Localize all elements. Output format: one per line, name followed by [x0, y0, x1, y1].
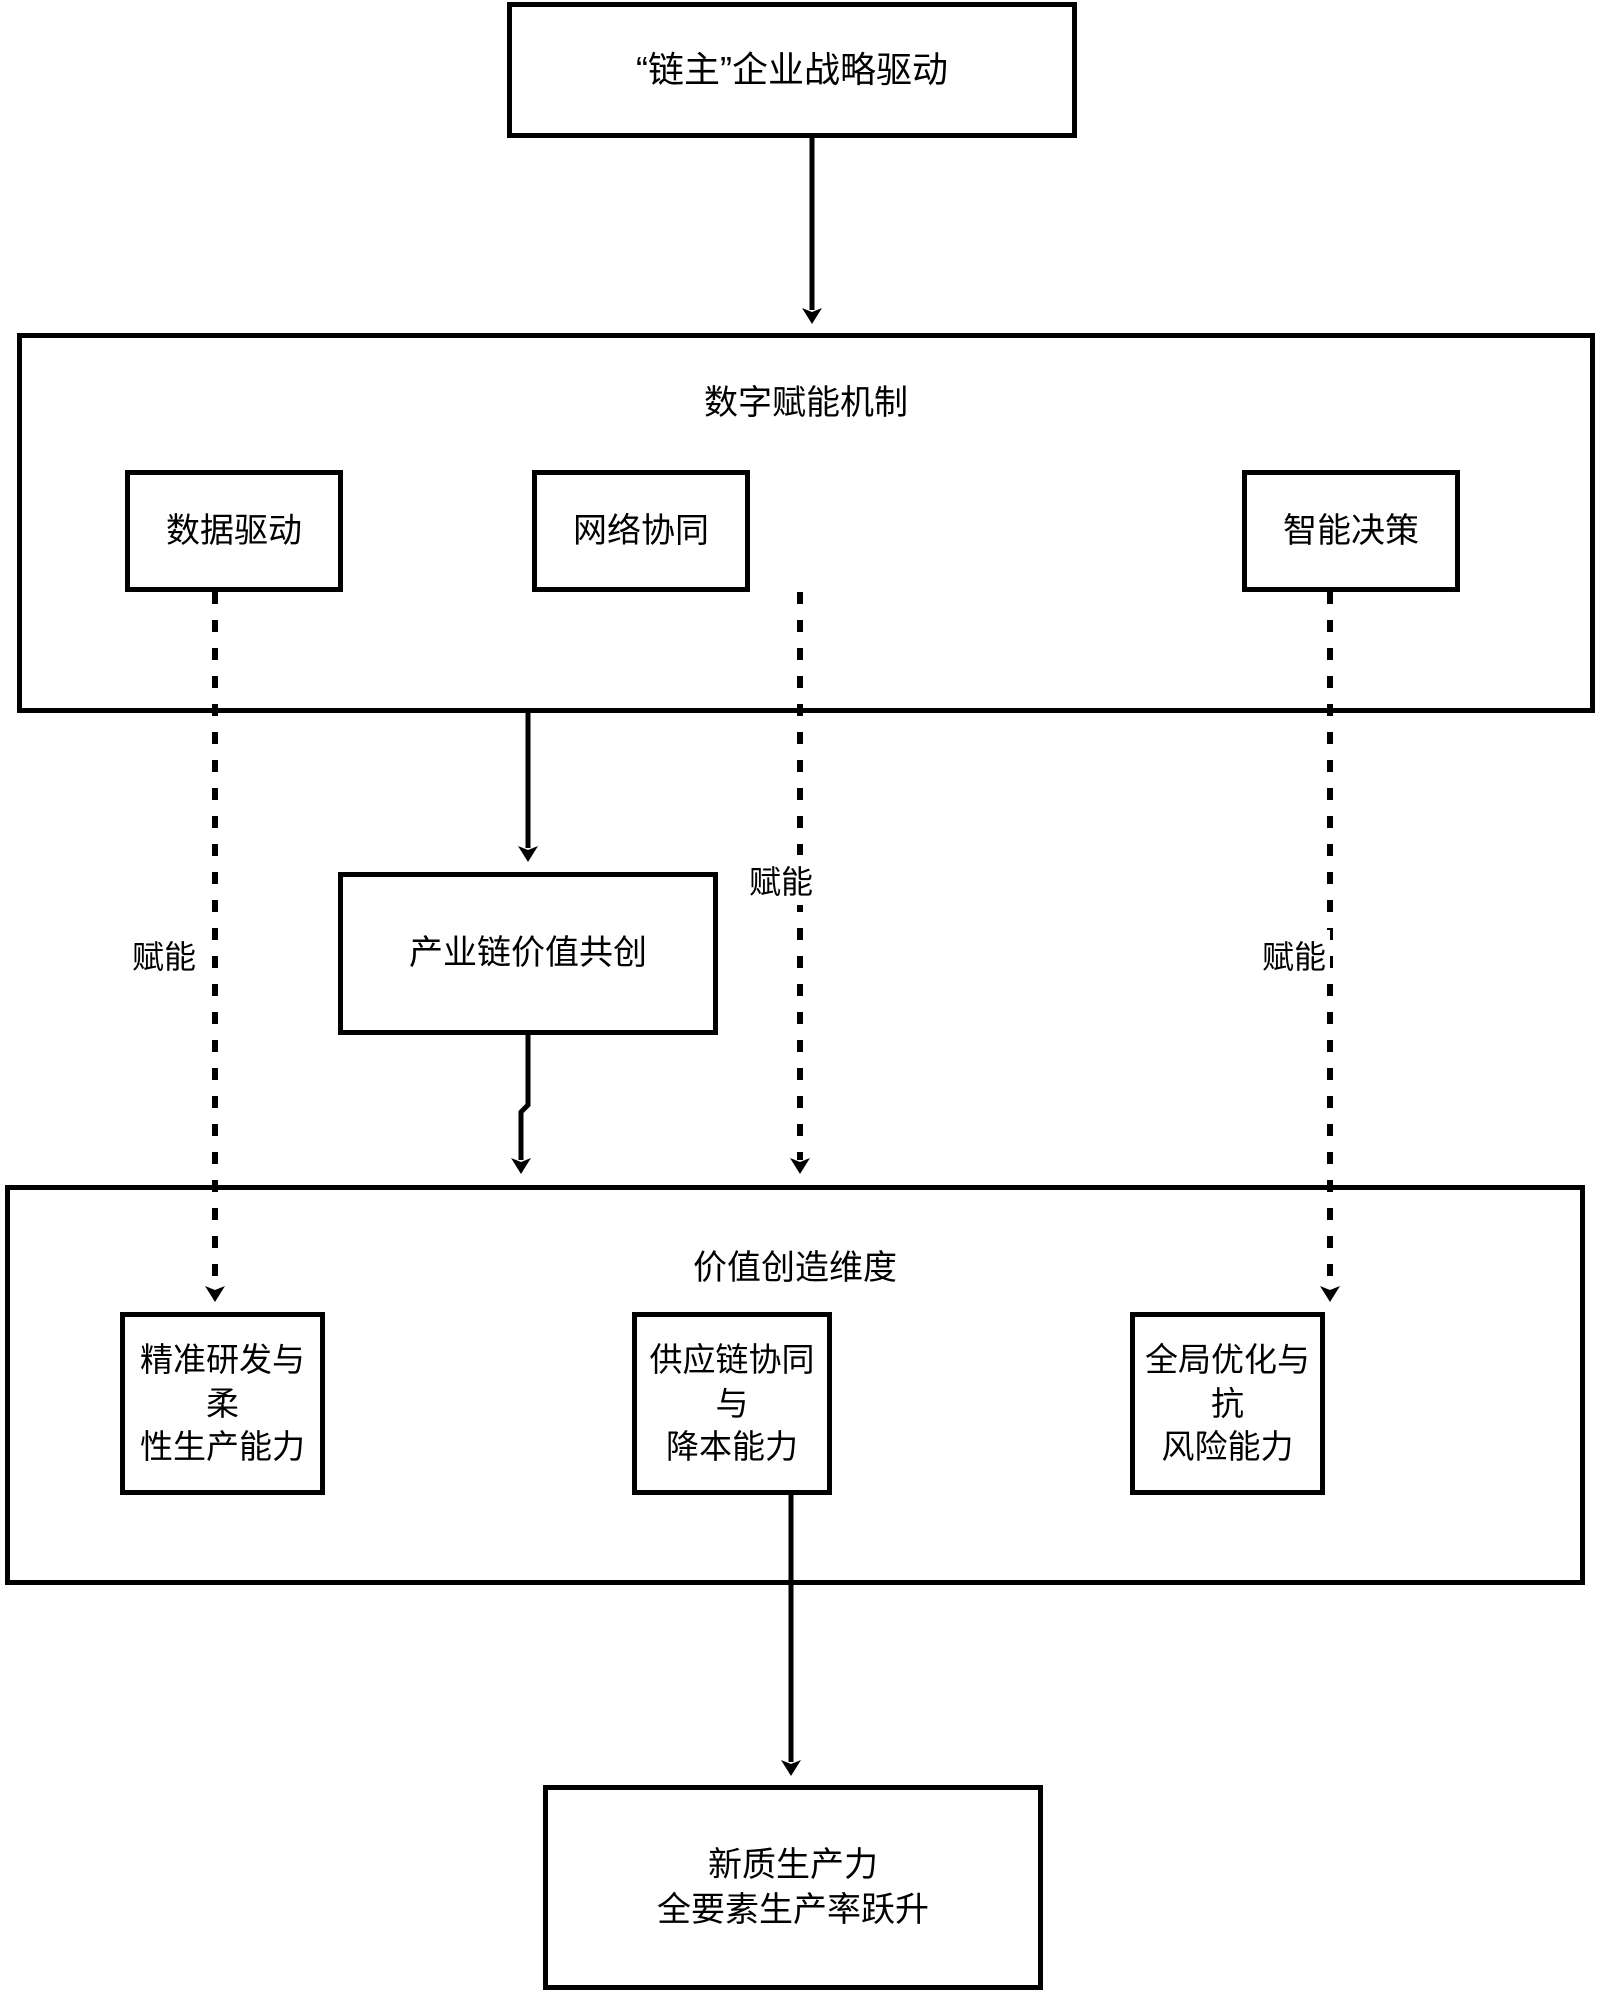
- edge-label-enable-right: 赋能: [1258, 930, 1331, 980]
- node-label-line2: 风险能力: [1161, 1428, 1294, 1466]
- node-label-line2: 性生产能力: [140, 1428, 305, 1466]
- node-industry-chain-value-cocreation[interactable]: 产业链价值共创: [338, 872, 718, 1035]
- group-digital-enabling-mechanism: 数字赋能机制: [17, 333, 1595, 713]
- node-label-line1: 精准研发与柔: [140, 1341, 305, 1422]
- node-label-line2: 全要素生产率跃升: [657, 1890, 929, 1929]
- node-label: 数据驱动: [166, 511, 302, 550]
- node-label: 供应链协同与 降本能力: [637, 1338, 827, 1469]
- node-label: 网络协同: [573, 511, 709, 550]
- node-label: 新质生产力 全要素生产率跃升: [657, 1843, 929, 1933]
- node-new-quality-productivity[interactable]: 新质生产力 全要素生产率跃升: [543, 1785, 1043, 1990]
- node-label-line1: 新质生产力: [708, 1845, 878, 1884]
- node-label-line2: 降本能力: [666, 1428, 798, 1466]
- node-supply-chain-collaboration-cost-reduction[interactable]: 供应链协同与 降本能力: [632, 1312, 832, 1495]
- node-label: “链主”企业战略驱动: [636, 49, 948, 91]
- node-label-line1: 全局优化与抗: [1145, 1341, 1310, 1422]
- node-label: 产业链价值共创: [409, 934, 647, 973]
- node-intelligent-decision[interactable]: 智能决策: [1242, 470, 1460, 592]
- node-data-driven[interactable]: 数据驱动: [125, 470, 343, 592]
- node-network-collaboration[interactable]: 网络协同: [532, 470, 750, 592]
- node-global-optimization-risk-resistance[interactable]: 全局优化与抗 风险能力: [1130, 1312, 1325, 1495]
- node-chain-leader-strategy[interactable]: “链主”企业战略驱动: [507, 2, 1077, 138]
- edge-label-enable-left: 赋能: [128, 930, 201, 980]
- node-precision-rd-flexible-production[interactable]: 精准研发与柔 性生产能力: [120, 1312, 325, 1495]
- edge-label-enable-center: 赋能: [745, 855, 818, 905]
- group-value-creation-dimension: 价值创造维度: [5, 1185, 1585, 1585]
- node-label: 精准研发与柔 性生产能力: [125, 1338, 320, 1469]
- edge-cocreation-to-value: [511, 1035, 531, 1174]
- node-label-line1: 供应链协同与: [649, 1341, 815, 1422]
- group-title-digital-enabling-mechanism: 数字赋能机制: [704, 384, 908, 422]
- node-label: 全局优化与抗 风险能力: [1135, 1338, 1320, 1469]
- node-label: 智能决策: [1283, 511, 1419, 550]
- group-title-value-creation-dimension: 价值创造维度: [693, 1249, 897, 1287]
